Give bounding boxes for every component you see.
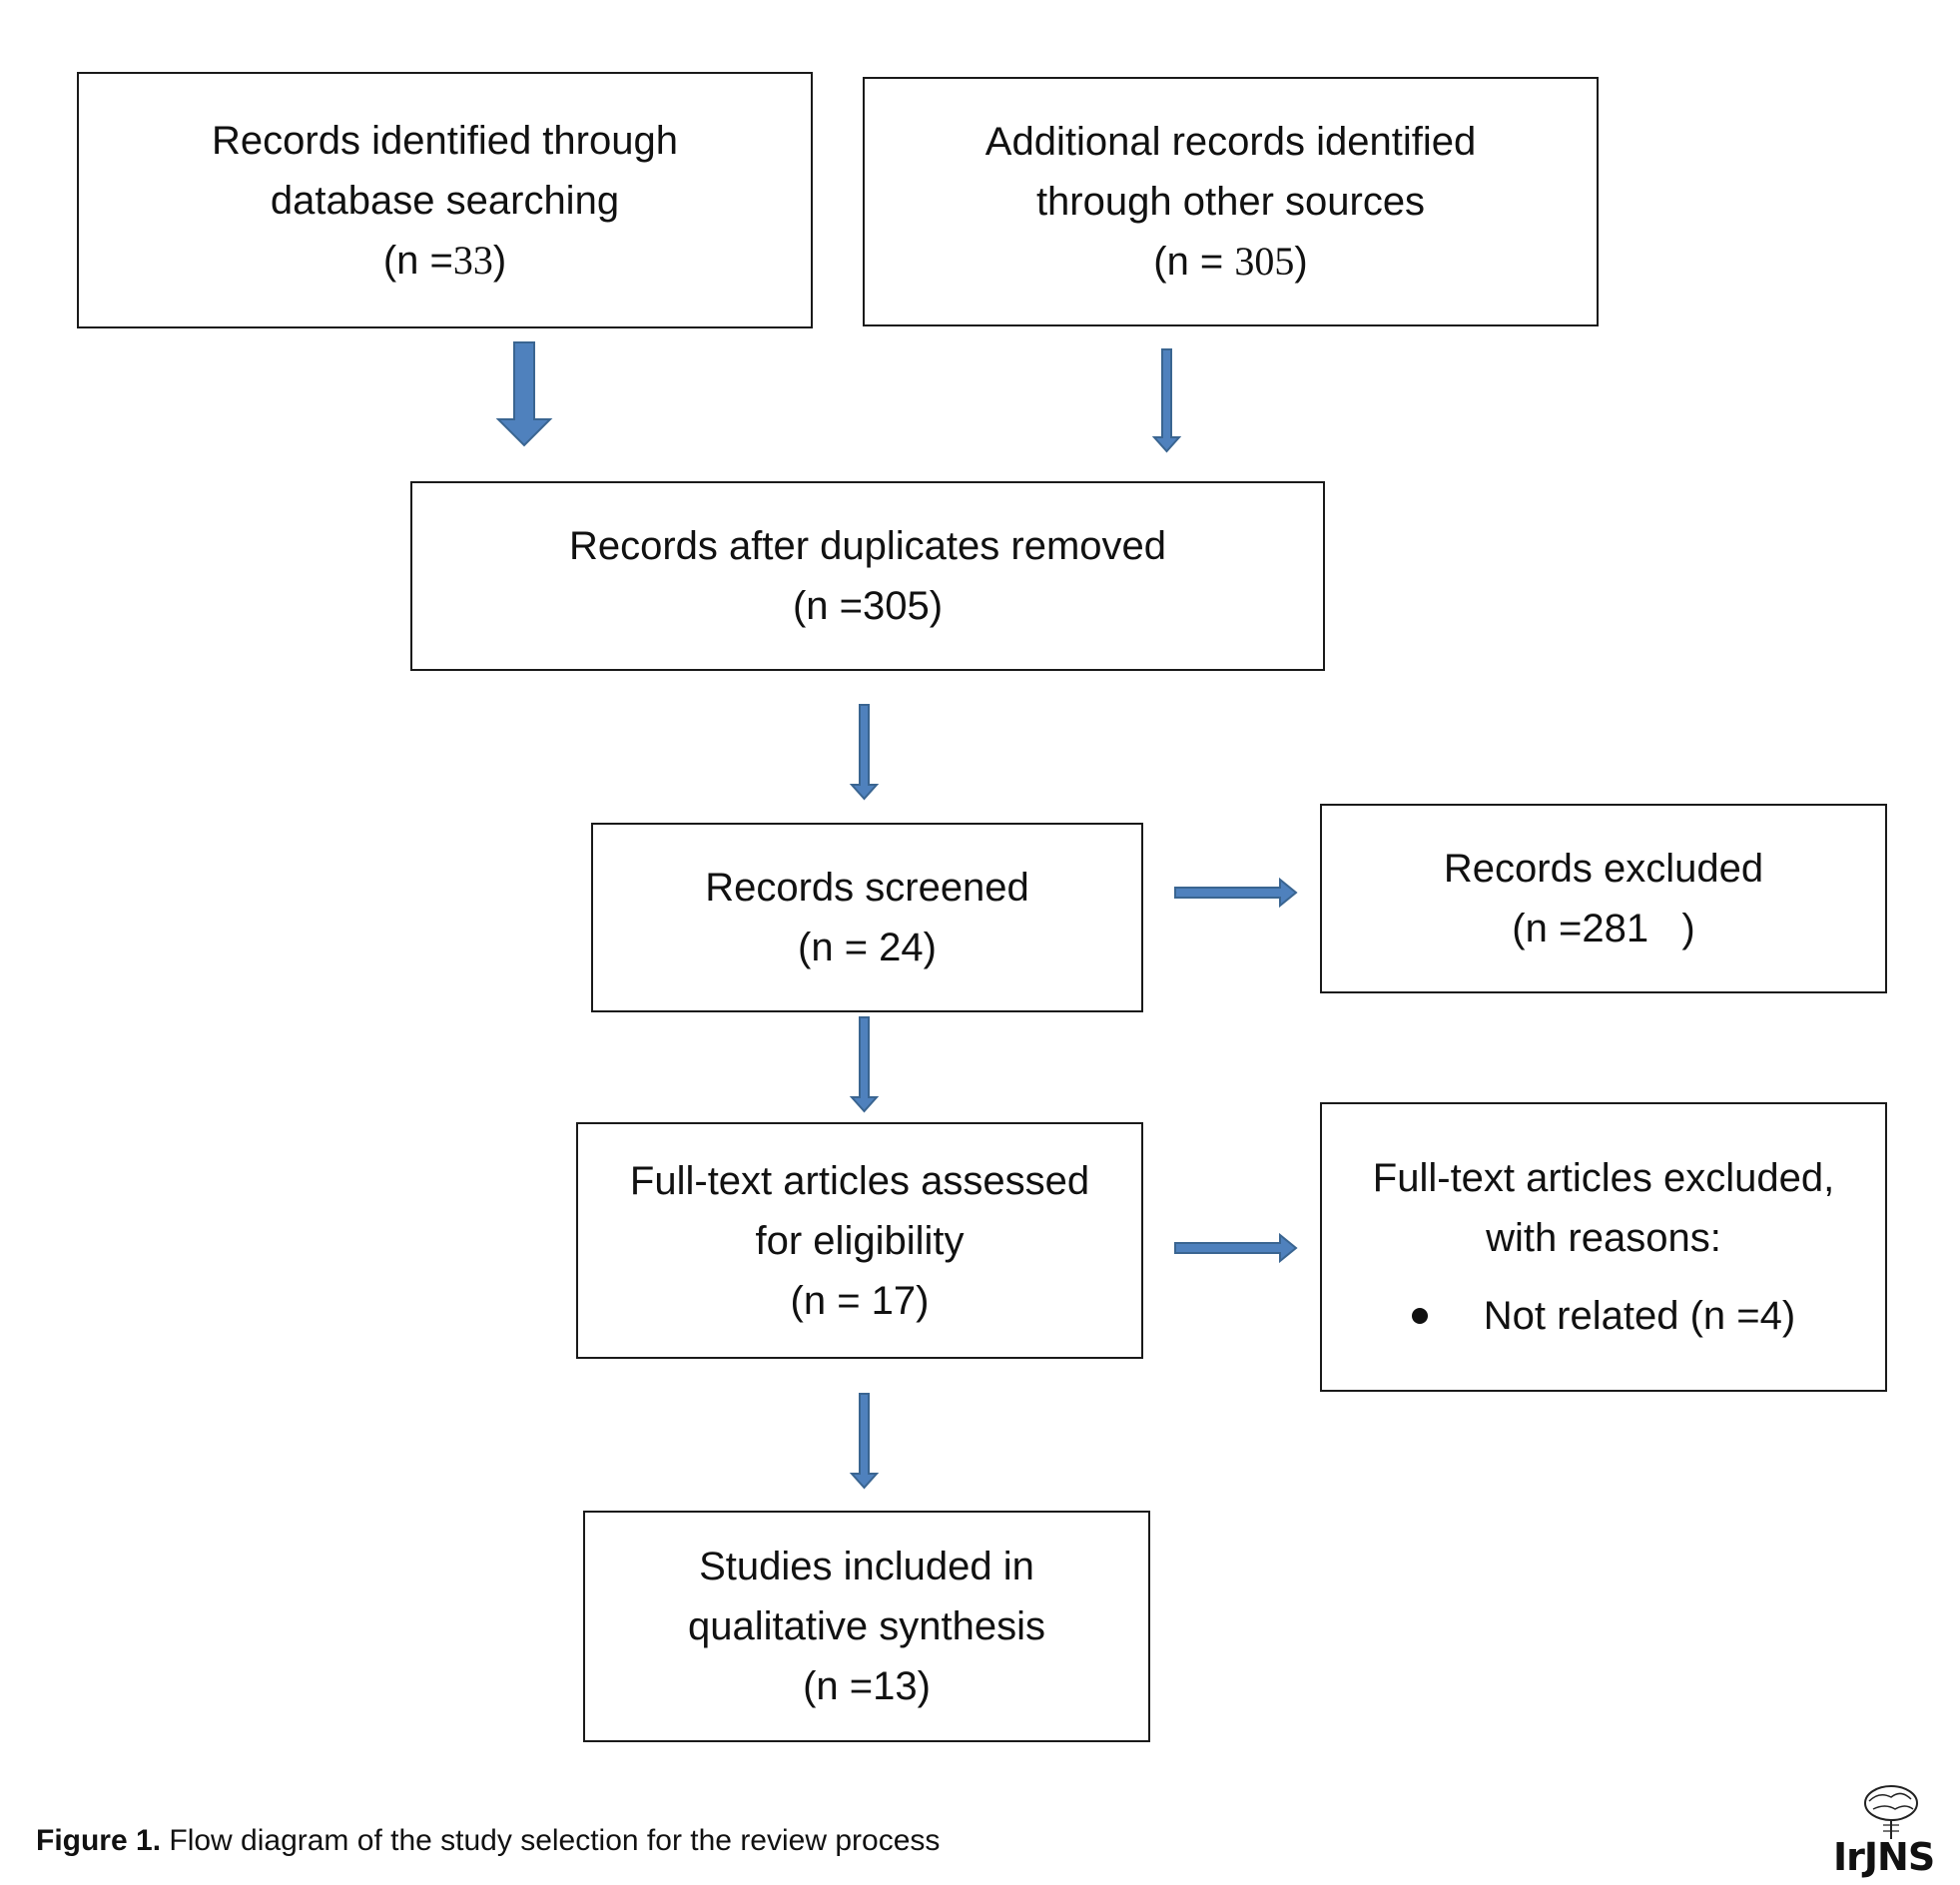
figure-caption-text: Flow diagram of the study selection for … <box>161 1824 941 1857</box>
box-eligibility-count: (n = 17) <box>790 1278 930 1323</box>
box-records-excluded: Records excluded (n =281 ) <box>1320 804 1887 993</box>
box-database-line1: Records identified through <box>212 118 678 163</box>
box-fulltext-excluded-bullet: Not related (n =4) <box>1483 1294 1796 1338</box>
figure-caption-label: Figure 1. <box>36 1824 162 1857</box>
journal-logo: IrJNS <box>1833 1781 1943 1877</box>
box-other-sources-line1: Additional records identified <box>984 120 1477 164</box>
box-excluded-count: (n =281 ) <box>1512 907 1695 950</box>
box-fulltext-excluded-reason: Not related (n =4) <box>1411 1286 1796 1346</box>
box-included-line1: Studies included in <box>699 1545 1034 1588</box>
box-included-count: (n =13) <box>803 1664 931 1708</box>
box-excluded-line1: Records excluded <box>1443 847 1764 891</box>
arrow-screened-to-excluded <box>1174 877 1298 909</box>
box-fulltext-excluded-line1: Full-text articles excluded, <box>1372 1156 1835 1200</box>
box-duplicates-removed: Records after duplicates removed (n =305… <box>410 481 1325 671</box>
box-studies-included: Studies included in qualitative synthesi… <box>583 1511 1150 1742</box>
arrow-eligibility-to-fulltext-excluded <box>1174 1232 1298 1264</box>
box-eligibility: Full-text articles assessed for eligibil… <box>576 1122 1143 1359</box>
brain-icon <box>1864 1785 1918 1839</box>
arrow-duplicates-to-screened <box>849 704 880 801</box>
box-records-screened: Records screened (n = 24) <box>591 823 1143 1012</box>
bullet-icon <box>1411 1308 1428 1324</box>
box-database-records: Records identified through database sear… <box>77 72 813 328</box>
box-database-count: (n =33) <box>382 237 507 283</box>
box-other-sources-line2: through other sources <box>1035 180 1426 224</box>
arrow-screened-to-eligibility <box>849 1016 880 1113</box>
box-fulltext-excluded: Full-text articles excluded, with reason… <box>1320 1102 1887 1392</box>
box-eligibility-line2: for eligibility <box>755 1218 965 1263</box>
box-duplicates-count: (n =305) <box>792 584 944 628</box>
box-fulltext-excluded-line2: with reasons: <box>1486 1216 1721 1260</box>
box-other-sources: Additional records identified through ot… <box>863 77 1599 326</box>
arrow-eligibility-to-included <box>849 1393 880 1490</box>
box-included-line2: qualitative synthesis <box>688 1604 1045 1648</box>
box-database-line2: database searching <box>270 178 620 223</box>
box-screened-count: (n = 24) <box>798 926 937 969</box>
arrow-other-sources-to-duplicates <box>1151 348 1182 453</box>
journal-logo-text: IrJNS <box>1833 1835 1935 1879</box>
box-eligibility-line1: Full-text articles assessed <box>629 1158 1090 1203</box>
figure-caption: Figure 1. Flow diagram of the study sele… <box>36 1821 940 1861</box>
box-screened-line1: Records screened <box>705 866 1029 910</box>
arrow-database-to-duplicates <box>495 341 553 447</box>
box-other-sources-count: (n = 305) <box>1153 239 1308 284</box>
box-duplicates-line1: Records after duplicates removed <box>568 524 1167 568</box>
